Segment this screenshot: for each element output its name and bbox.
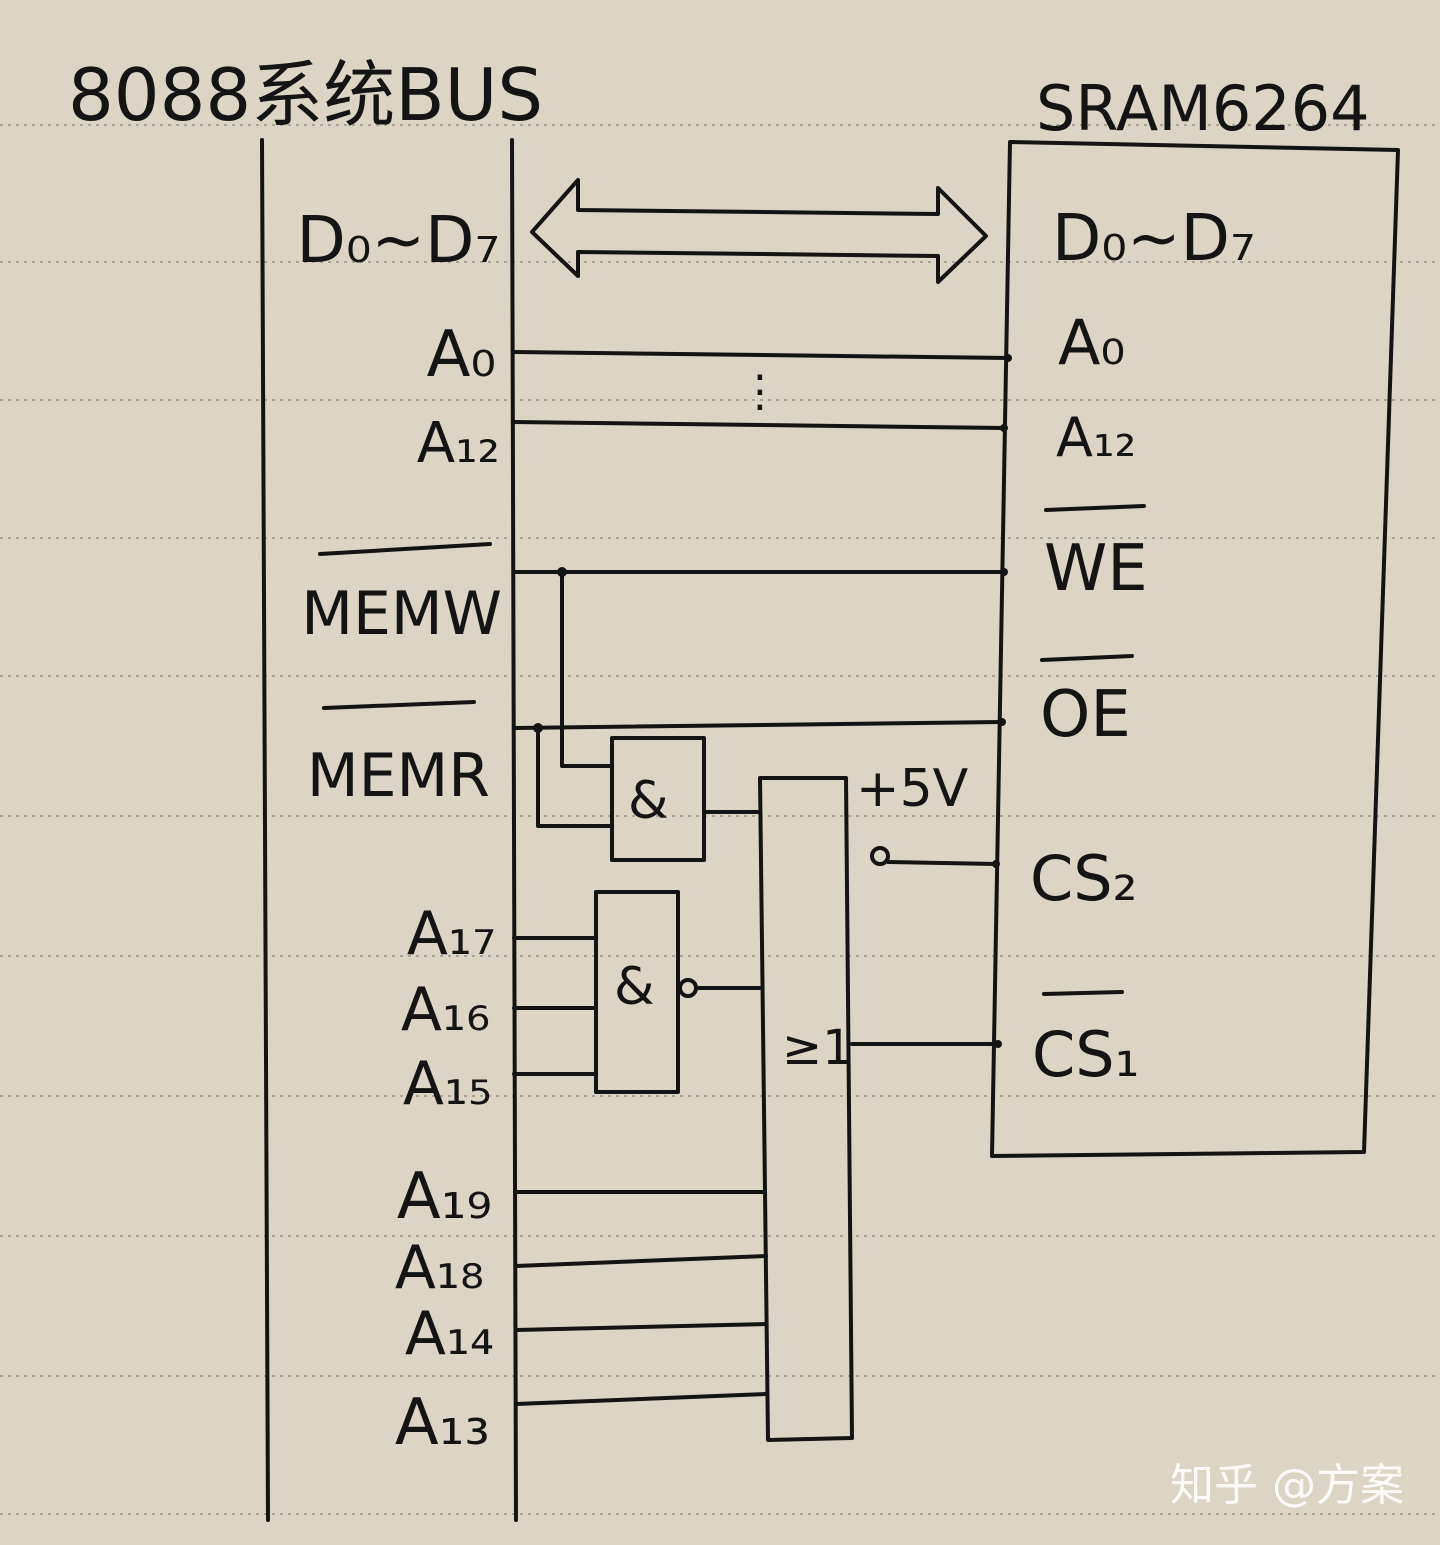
bus-title: 8088系统BUS <box>68 53 543 137</box>
vcc-label: +5V <box>856 759 969 819</box>
or-gate <box>758 776 854 1442</box>
wire-memr-to-and1 <box>536 726 614 828</box>
bus-label-a14: A₁₄ <box>405 1299 494 1369</box>
bus-label-a0: A₀ <box>427 318 496 392</box>
wire-a18 <box>514 1254 768 1268</box>
wire-a12 <box>512 420 1006 430</box>
bus-label-a16: A₁₆ <box>401 975 490 1045</box>
and-gate-1-symbol: & <box>628 771 669 831</box>
and-gate-2 <box>594 890 680 1094</box>
wire-a13 <box>514 1392 768 1406</box>
bus-label-a18: A₁₈ <box>395 1233 484 1303</box>
ruled-lines <box>0 124 1440 1515</box>
bus-label-memr: MEMR <box>307 741 490 811</box>
chip-label-cs2: CS₂ <box>1030 842 1138 915</box>
we-overbar <box>1044 504 1146 512</box>
and-gate-1 <box>610 736 706 862</box>
bus-label-a12: A₁₂ <box>417 411 500 476</box>
wire-a14 <box>514 1322 768 1332</box>
data-bus-arrow <box>530 178 988 284</box>
bus-label-a15: A₁₅ <box>403 1049 492 1119</box>
and-gate-2-symbol: & <box>614 957 655 1017</box>
bus-label-data: D₀~D₇ <box>297 204 501 278</box>
bus-label-a13: A₁₃ <box>395 1386 490 1460</box>
memr-overbar <box>322 700 476 710</box>
address-ellipsis: ⋮ <box>738 366 782 417</box>
wire-memw-to-and1 <box>560 570 614 768</box>
sram-chip-box <box>990 140 1400 1158</box>
chip-label-cs1: CS₁ <box>1032 1018 1140 1091</box>
watermark: 知乎 @方案 <box>1170 1460 1404 1511</box>
chip-label-a0: A₀ <box>1058 306 1125 379</box>
chip-label-we: WE <box>1044 532 1148 606</box>
memw-overbar <box>318 542 492 556</box>
or-gate-symbol: ≥1 <box>782 1020 853 1076</box>
bus-right-rail <box>510 138 518 1522</box>
wire-a0 <box>512 350 1010 360</box>
bus-label-a19: A₁₉ <box>397 1160 492 1234</box>
oe-overbar <box>1040 654 1134 662</box>
chip-label-a12: A₁₂ <box>1056 406 1136 469</box>
junction-dots <box>533 354 1012 1048</box>
wire-vcc-cs2 <box>886 860 998 866</box>
chip-label-data: D₀~D₇ <box>1052 202 1256 276</box>
chip-title: SRAM6264 <box>1036 72 1370 145</box>
vcc-terminal <box>870 846 890 866</box>
bus-label-memw: MEMW <box>301 579 502 649</box>
bus-label-a17: A₁₇ <box>407 899 496 969</box>
cs1-overbar <box>1042 990 1124 996</box>
bus-left-rail <box>260 138 270 1522</box>
wire-memr-oe <box>512 720 1004 730</box>
chip-label-oe: OE <box>1040 678 1131 752</box>
